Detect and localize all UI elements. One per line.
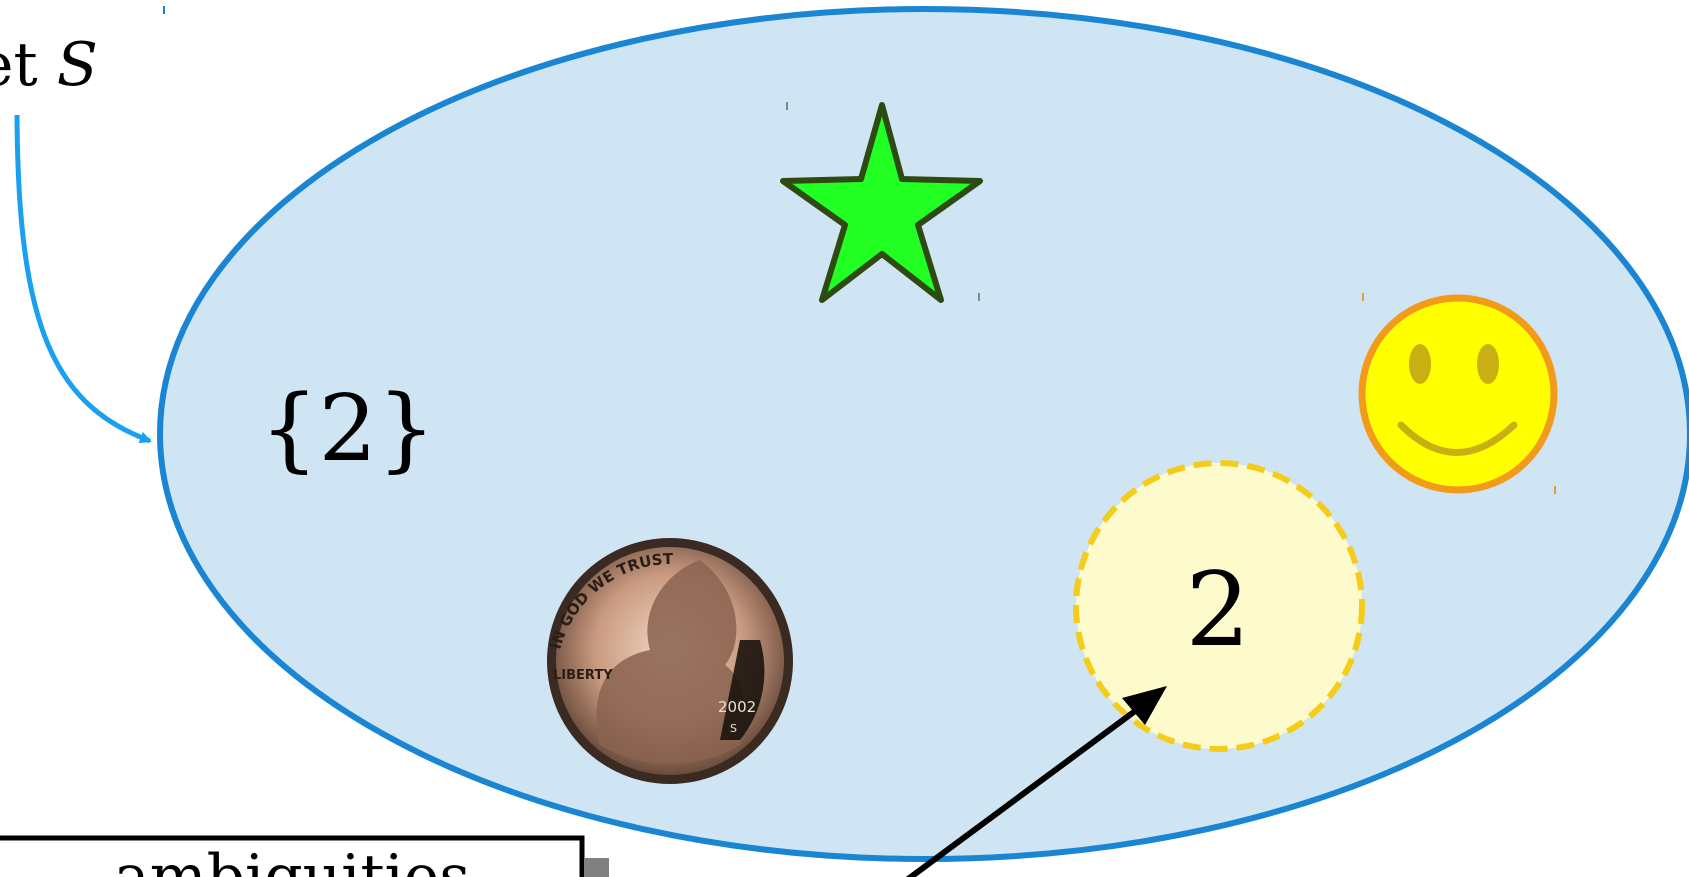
set-label: et S (0, 30, 98, 100)
set-symbol: S (57, 30, 98, 100)
callout-text: ambiguities (114, 842, 470, 877)
coin-year: 2002 (718, 698, 756, 716)
label-pointer-arrow (17, 115, 150, 441)
coin-liberty: LIBERTY (553, 668, 613, 683)
penny-coin-image: IN GOD WE TRUST LIBERTY 2002 S (546, 538, 793, 784)
element-number: 2 (1186, 551, 1251, 670)
smiley-face-icon (1362, 298, 1554, 490)
callout-box-shadow (585, 858, 609, 877)
set-notation: {2} (260, 375, 436, 482)
coin-mint-mark: S (730, 722, 737, 735)
